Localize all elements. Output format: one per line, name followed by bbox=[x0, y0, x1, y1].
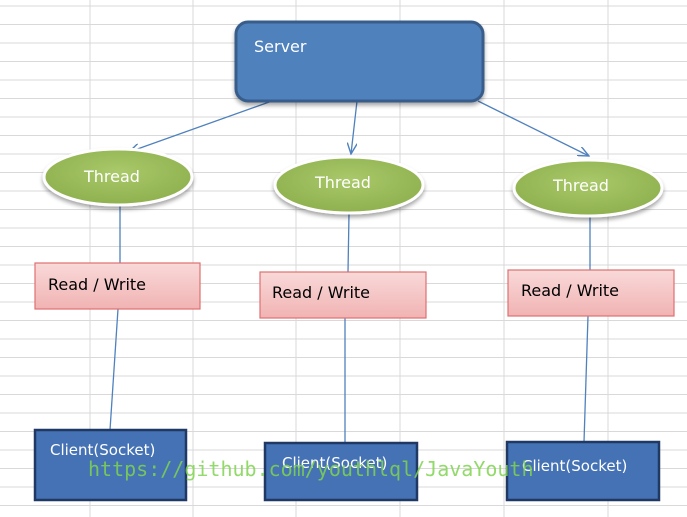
arrow-server-to-thread-2 bbox=[351, 100, 358, 154]
thread-node-3: Thread bbox=[512, 158, 664, 218]
rw-label: Read / Write bbox=[272, 283, 370, 302]
thread-label: Thread bbox=[314, 173, 371, 192]
rw-box bbox=[259, 271, 427, 319]
client-label: Client(Socket) bbox=[522, 457, 627, 475]
rw-node-3: Read / Write bbox=[507, 269, 675, 317]
thread-ellipse bbox=[273, 155, 425, 215]
thread-label: Thread bbox=[83, 167, 140, 186]
arrow-server-to-thread-3 bbox=[477, 100, 589, 156]
rw-node-2: Read / Write bbox=[259, 271, 427, 319]
rw-label: Read / Write bbox=[48, 275, 146, 294]
client-box bbox=[33, 428, 188, 502]
link-thread-2-to-rw-2 bbox=[347, 213, 350, 273]
rw-node-1: Read / Write bbox=[34, 262, 201, 310]
link-rw-1-to-client-1 bbox=[109, 308, 119, 431]
server-label: Server bbox=[254, 37, 307, 56]
rw-box bbox=[34, 262, 201, 310]
thread-node-1: Thread bbox=[42, 147, 194, 207]
watermark-text: https://github.com/youthlql/JavaYouth bbox=[88, 457, 534, 481]
client-box bbox=[263, 441, 419, 502]
thread-label: Thread bbox=[552, 176, 609, 195]
rw-box bbox=[507, 269, 675, 317]
client-node-2: Client(Socket) bbox=[263, 441, 419, 502]
thread-node-2: Thread bbox=[273, 155, 425, 215]
client-box bbox=[505, 440, 661, 502]
server-box bbox=[234, 20, 485, 103]
arrow-server-to-thread-1 bbox=[129, 100, 273, 152]
connectors bbox=[109, 100, 591, 443]
server-node: Server bbox=[234, 20, 485, 103]
thread-ellipse bbox=[512, 158, 664, 218]
client-node-3: Client(Socket) bbox=[505, 440, 661, 502]
client-node-1: Client(Socket) bbox=[33, 428, 188, 502]
client-label: Client(Socket) bbox=[282, 454, 387, 472]
thread-ellipse bbox=[42, 147, 194, 207]
rw-label: Read / Write bbox=[521, 281, 619, 300]
link-rw-3-to-client-3 bbox=[583, 315, 589, 443]
client-label: Client(Socket) bbox=[50, 441, 155, 459]
